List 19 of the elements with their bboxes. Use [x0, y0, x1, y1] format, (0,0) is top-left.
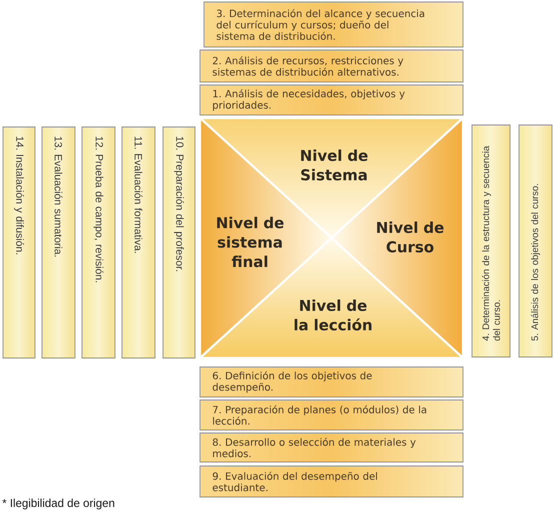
text-box: 11. Evaluación formativa.	[122, 126, 156, 358]
text-box: 5. Análisis de los objetivos del curso.	[518, 124, 552, 358]
note: * Ilegibilidad de origen	[2, 498, 114, 510]
text-box: 2. Análisis de recursos, restricciones y sistemas de distribución alternativos.	[200, 50, 464, 82]
text-box: 6. Definición de los objetivos de desempeño.	[200, 366, 464, 398]
quadrant-label: Nivel de sistema final	[217, 216, 284, 268]
text-box: 4. Determinación de la estructura y secuencia del curso.	[472, 124, 510, 358]
text-box: 12. Prueba de campo, revisión.	[82, 126, 116, 358]
quadrant-label: Nivel de la lección	[294, 300, 372, 330]
text-box: 9. Evaluación del desempeño del estudiante.	[200, 466, 464, 498]
text-box: 7. Preparación de planes (o módulos) de la lección.	[200, 400, 464, 430]
quadrant-label: Nivel de Curso	[377, 222, 444, 252]
text-box: 8. Desarrollo o selección de materiales y medios.	[200, 432, 464, 462]
text-box: 1. Análisis de necesidades, objetivos y prioridades.	[200, 84, 464, 116]
text-box: 14. Instalación y difusión.	[2, 126, 36, 358]
text-box: 3. Determinación del alcance y secuencia del currículum y cursos; dueño del sistema de distribución.	[204, 2, 464, 48]
text-box: 10. Preparación del profesor.	[162, 126, 196, 358]
quadrant-label: Nivel de Sistema	[301, 150, 368, 180]
text-box: 13. Evaluación sumatoria.	[42, 126, 76, 358]
